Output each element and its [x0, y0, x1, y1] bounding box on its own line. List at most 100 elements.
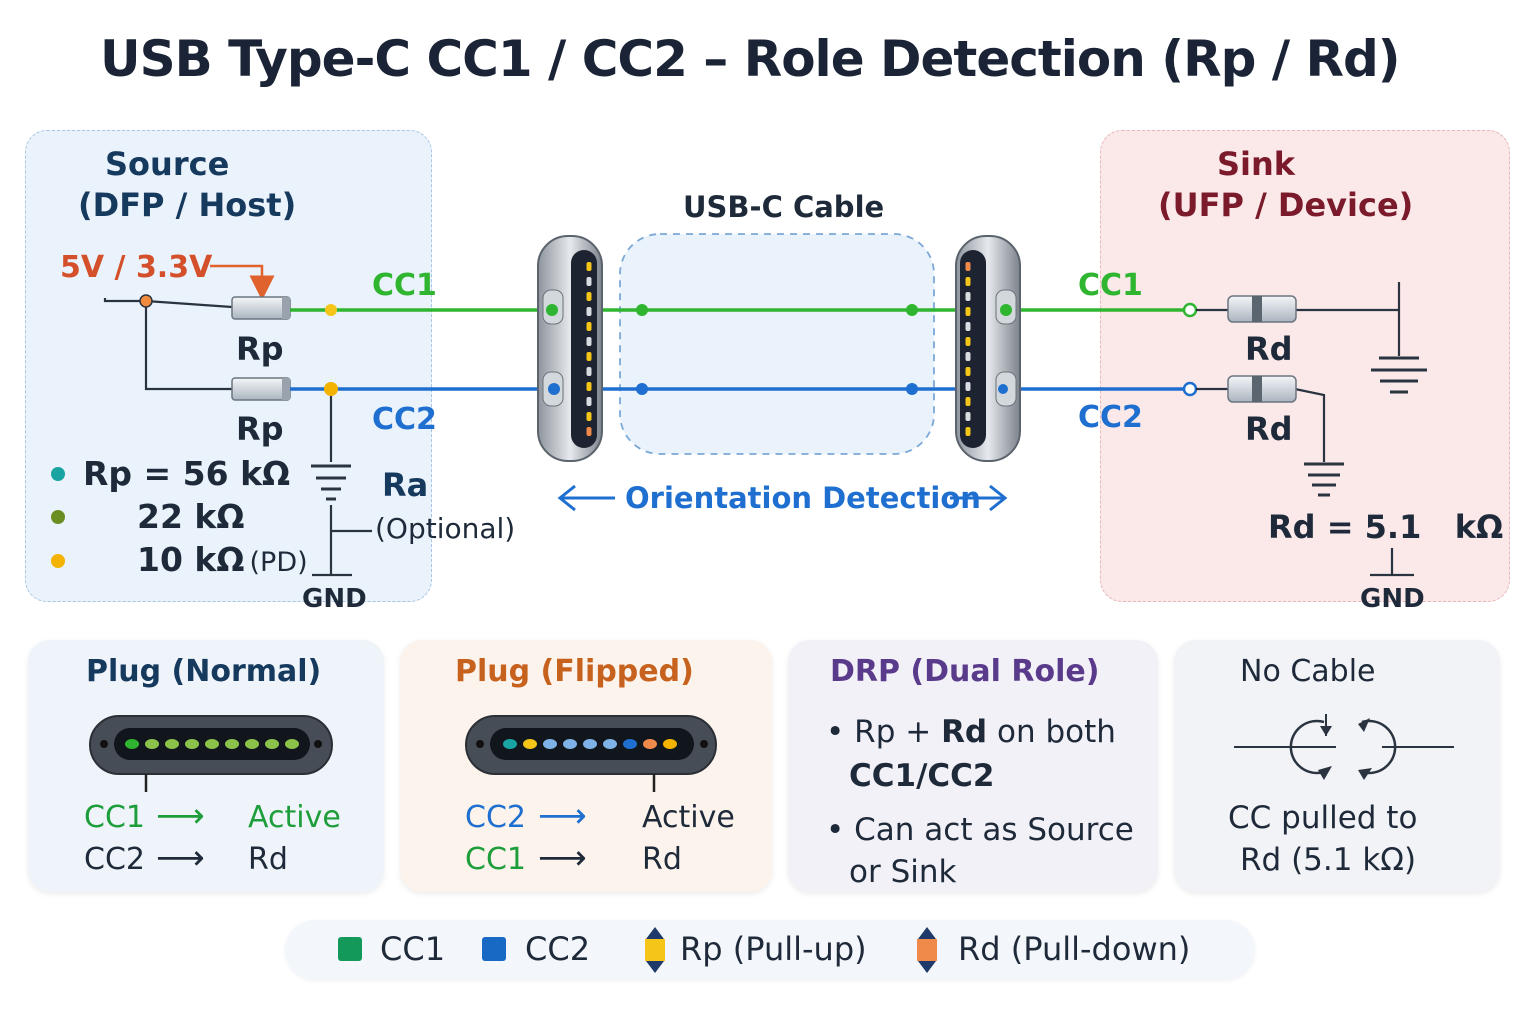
- rd-resistor-2: [1227, 375, 1297, 403]
- drp-bullet-1-text-a: Rp +: [854, 714, 942, 750]
- left-connector: [537, 235, 603, 462]
- voltage-arrow: [210, 264, 275, 301]
- rp-label-2: Rp: [236, 410, 284, 448]
- connector-pin: [965, 382, 971, 391]
- orientation-arrows: [557, 484, 1008, 512]
- legend-cc2-swatch: [482, 937, 506, 961]
- normal-row1-left: CC1: [84, 800, 145, 835]
- cable-cc2-node-left: [636, 383, 648, 395]
- sink-ground-symbol-1: [1371, 356, 1427, 394]
- connector-pin: [586, 337, 592, 346]
- flipped-row2-left: CC1: [465, 842, 526, 877]
- plug-pin: [125, 739, 139, 749]
- rp-value-10k: 10 kΩ (PD): [137, 540, 308, 579]
- flipped-row1-arrow: ⟶: [538, 796, 587, 836]
- connector-pin: [586, 277, 592, 286]
- plug-pin: [285, 739, 299, 749]
- rp-label-1: Rp: [236, 330, 284, 368]
- page-title: USB Type-C CC1 / CC2 – Role Detection (R…: [100, 30, 1401, 88]
- source-gnd-label: GND: [302, 584, 367, 614]
- cable-cc2-node-right: [906, 383, 918, 395]
- plug-flipped-card: Plug (Flipped) CC2 ⟶ Active CC1 ⟶ Rd: [400, 640, 772, 892]
- plug-pin: [205, 739, 219, 749]
- cc2-rp-node: [324, 382, 338, 396]
- plug-pin: [503, 739, 517, 749]
- connector-pin: [965, 412, 971, 421]
- drp-title: DRP (Dual Role): [830, 654, 1100, 689]
- connector-pin: [586, 412, 592, 421]
- legend-rp-marker-icon: [645, 927, 665, 973]
- ra-optional-label: (Optional): [375, 512, 516, 545]
- source-node: [139, 294, 153, 308]
- plug-normal-icon: [89, 715, 333, 792]
- rd-value-label: Rd = 5.1 kΩ: [1268, 508, 1504, 546]
- connector-pin: [586, 352, 592, 361]
- connector-pin: [586, 262, 592, 271]
- flipped-row2-arrow: ⟶: [538, 838, 587, 878]
- plug-pin: [523, 739, 537, 749]
- normal-row2-left: CC2: [84, 842, 145, 877]
- cable-cc1-node-right: [906, 304, 918, 316]
- plug-normal-card: Plug (Normal) CC1 ⟶ Active CC2 ⟶ Rd: [28, 640, 384, 892]
- sink-wiring: [1196, 282, 1414, 577]
- sink-panel: [1100, 130, 1510, 602]
- disconnect-icon: [1234, 714, 1454, 780]
- cable-title: USB-C Cable: [683, 190, 885, 224]
- plug-pin: [245, 739, 259, 749]
- drp-bullet-2-line2: or Sink: [849, 854, 957, 890]
- plug-pin: [185, 739, 199, 749]
- connector-pin: [586, 397, 592, 406]
- legend-cc1-label: CC1: [380, 930, 446, 968]
- cc1-rp-node: [325, 304, 337, 316]
- plug-pin: [623, 739, 637, 749]
- source-wiring: [103, 298, 372, 577]
- rp-value-56k: Rp = 56 kΩ: [83, 454, 291, 493]
- drp-bullet-dot-2: •: [826, 812, 845, 848]
- sink-cc2-terminal: [1182, 381, 1198, 397]
- connector-pin: [965, 292, 971, 301]
- right-connector-pins: [965, 262, 971, 436]
- connector-pin: [586, 322, 592, 331]
- voltage-label: 5V / 3.3V: [60, 250, 213, 285]
- legend-rd-label: Rd (Pull-down): [958, 930, 1191, 968]
- drp-card: DRP (Dual Role) • Rp + Rd on both CC1/CC…: [788, 640, 1158, 892]
- ra-label: Ra: [382, 466, 429, 504]
- drp-bullet-2: • Can act as Source: [826, 812, 1134, 848]
- rp-resistor-1: [231, 296, 291, 320]
- flipped-row2-right: Rd: [642, 842, 682, 877]
- source-cc2-label: CC2: [372, 402, 437, 437]
- plug-flipped-icon: [465, 715, 717, 792]
- plug-pin: [165, 739, 179, 749]
- legend-cc1-swatch: [338, 937, 362, 961]
- plug-pin: [583, 739, 597, 749]
- sink-ground-symbol-2: [1304, 462, 1344, 497]
- right-connector: [955, 235, 1021, 462]
- plug-flipped-title: Plug (Flipped): [455, 654, 694, 689]
- plug-pin: [643, 739, 657, 749]
- sink-subtitle: (UFP / Device): [1158, 186, 1414, 224]
- cable-body: [619, 233, 935, 455]
- connector-pin: [586, 427, 592, 436]
- normal-row2-arrow: ⟶: [156, 838, 205, 878]
- drp-bullet-1-line2: CC1/CC2: [849, 758, 995, 794]
- no-cable-line2: Rd (5.1 kΩ): [1240, 842, 1417, 878]
- normal-row1-right: Active: [248, 800, 341, 835]
- connector-pin: [965, 262, 971, 271]
- cable-cc1-node-left: [636, 304, 648, 316]
- normal-row2-right: Rd: [248, 842, 288, 877]
- no-cable-card: No Cable CC pulled to Rd (5.1 kΩ): [1174, 640, 1500, 892]
- rp-22k-bullet: [51, 510, 65, 524]
- plug-normal-title: Plug (Normal): [86, 654, 322, 689]
- sink-cc1-label: CC1: [1078, 268, 1143, 303]
- connector-pin: [965, 322, 971, 331]
- connector-pin: [965, 427, 971, 436]
- source-ground-symbol: [311, 464, 351, 501]
- rp-56k-bullet: [51, 467, 65, 481]
- rp-value-22k: 22 kΩ: [137, 497, 245, 536]
- plug-pin: [563, 739, 577, 749]
- flipped-row1-left: CC2: [465, 800, 526, 835]
- connector-pin: [965, 367, 971, 376]
- plug-pin: [145, 739, 159, 749]
- connector-pin: [965, 397, 971, 406]
